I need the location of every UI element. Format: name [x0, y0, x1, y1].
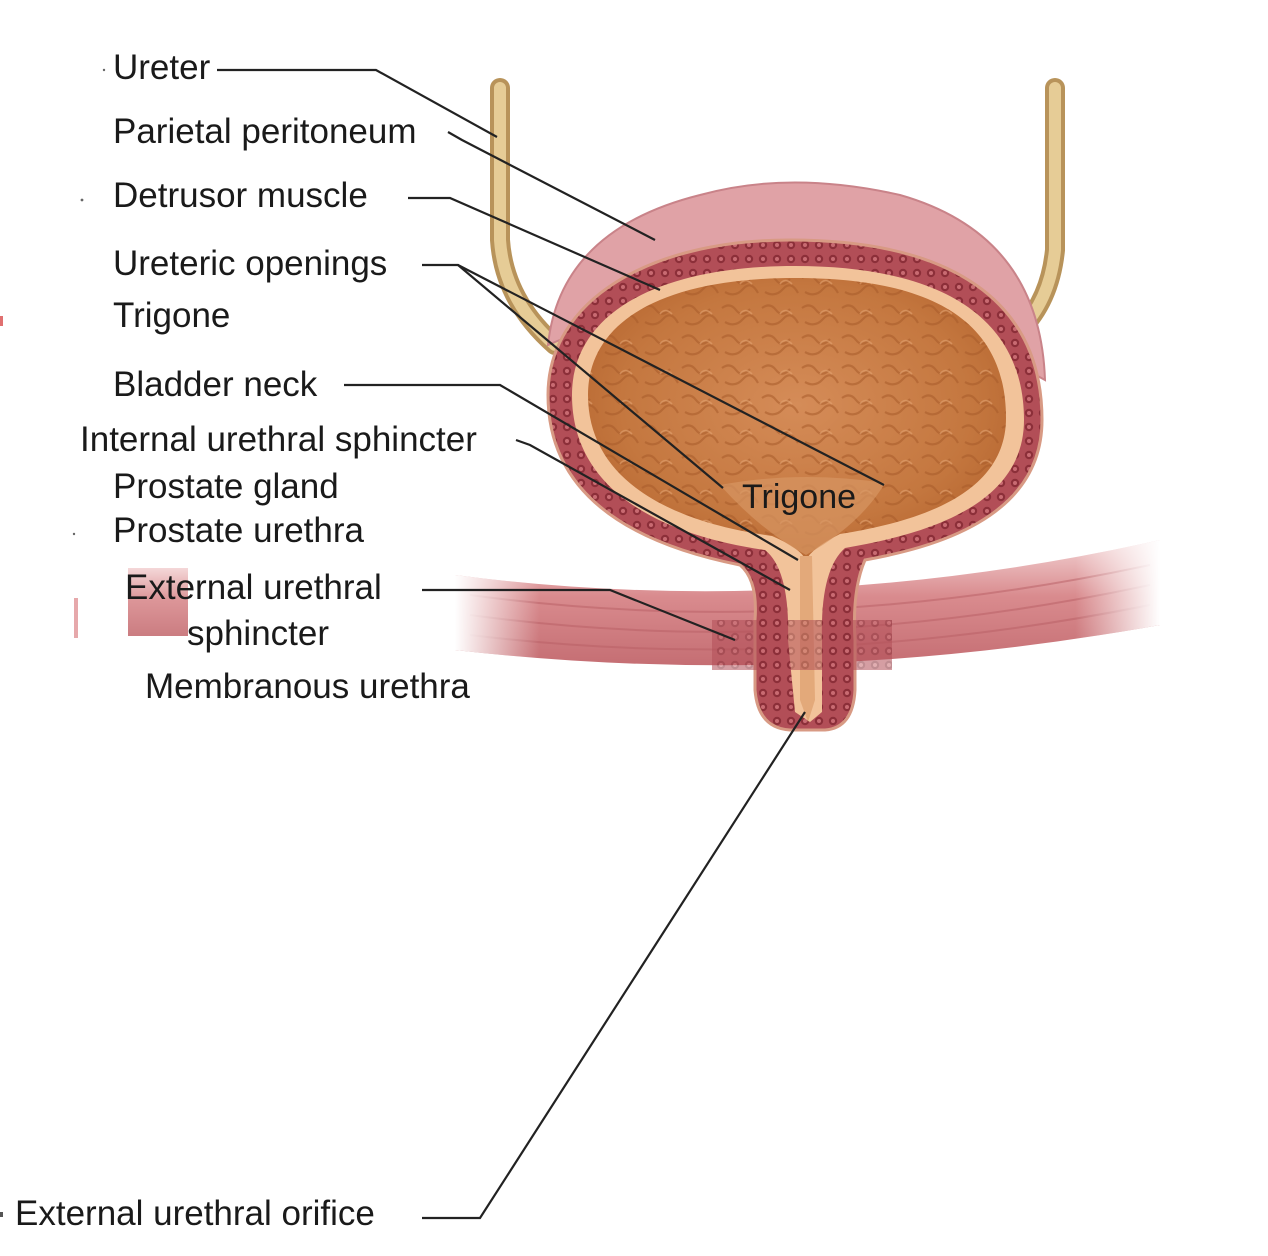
label-external-urethral: External urethral: [125, 568, 382, 607]
ureteric-openings-leader-b: [457, 264, 885, 486]
leader-lines: [217, 68, 885, 1220]
label-trigone-inner: Trigone: [742, 478, 857, 516]
trigone-region: [720, 476, 885, 555]
external-sphincter-leader: [422, 588, 736, 642]
label-ureter: Ureter: [113, 48, 211, 87]
label-external-urethral-orifice: External urethral orifice: [15, 1194, 375, 1233]
parietal-peritoneum-leader: [447, 131, 656, 241]
label-prostate-gland: Prostate gland: [113, 467, 339, 506]
label-trigone: Trigone: [113, 296, 231, 335]
stray-marks: [0, 68, 106, 1217]
ureter-leader: [217, 68, 498, 138]
internal-sphincter-leader: [515, 438, 791, 591]
label-bladder-neck: Bladder neck: [113, 365, 318, 404]
muscle-fragment: [74, 568, 188, 638]
external-sphincter-band: [712, 620, 892, 670]
label-internal-urethral-sphincter: Internal urethral sphincter: [80, 420, 477, 459]
label-ureteric-openings: Ureteric openings: [113, 244, 388, 283]
label-sphincter: sphincter: [187, 614, 330, 653]
label-membranous-urethra: Membranous urethra: [145, 667, 470, 706]
detrusor-muscle-leader: [408, 196, 661, 292]
bladder-neck-leader: [344, 383, 799, 561]
external-orifice-leader: [422, 711, 806, 1220]
label-parietal-peritoneum: Parietal peritoneum: [113, 112, 417, 151]
label-prostate-urethra: Prostate urethra: [113, 511, 364, 550]
label-detrusor-muscle: Detrusor muscle: [113, 176, 368, 215]
